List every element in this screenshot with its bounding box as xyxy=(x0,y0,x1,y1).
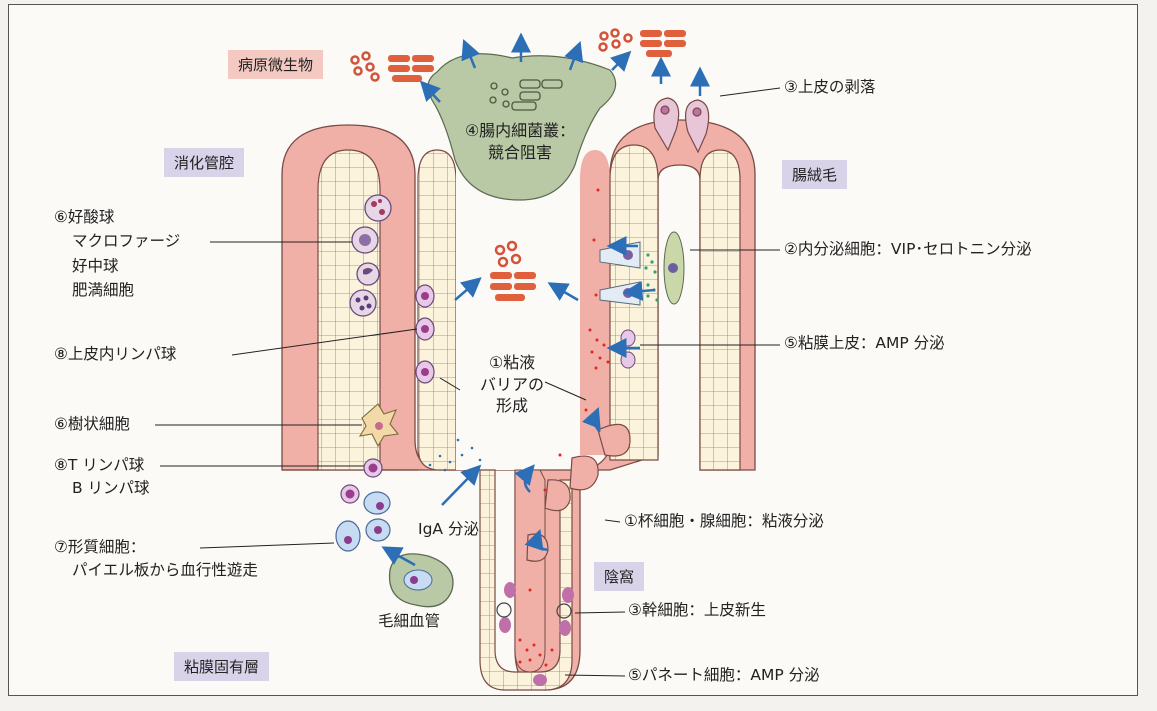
iel-label: ⑧上皮内リンパ球 xyxy=(54,345,176,364)
capillary-label: 毛細血管 xyxy=(378,612,440,631)
paneth-label: ⑤パネート細胞：AMP 分泌 xyxy=(628,666,820,685)
mucus-line-2: バリアの xyxy=(462,374,562,396)
innate-cells-label: ⑥好酸球 マクロファージ 好中球 肥満細胞 xyxy=(54,208,180,301)
goblet-label: ①杯細胞・腺細胞：粘液分泌 xyxy=(624,512,824,531)
t-lymphocyte-label: ⑧T リンパ球 xyxy=(54,456,150,475)
pathogen-cluster-right xyxy=(600,30,687,58)
tag-lamina-propria: 粘膜固有層 xyxy=(174,652,269,681)
dendritic-label: ⑥樹状細胞 xyxy=(54,415,130,434)
plasma-cell-label: ⑦形質細胞： パイエル板から血行性遊走 xyxy=(54,538,258,581)
flora-line-1: ④腸内細菌叢： xyxy=(445,120,595,142)
neutrophil-label: 好中球 xyxy=(54,257,180,276)
epithelium-amp-label: ⑤粘膜上皮：AMP 分泌 xyxy=(784,334,945,353)
eosinophil-label: ⑥好酸球 xyxy=(54,208,180,227)
mucus-line-3: 形成 xyxy=(462,395,562,417)
mast-cell-label: 肥満細胞 xyxy=(54,281,180,300)
flora-caption: ④腸内細菌叢： 競合阻害 xyxy=(445,120,595,163)
b-lymphocyte-label: B リンパ球 xyxy=(54,479,150,498)
iga-secretion-label: IgA 分泌 xyxy=(418,520,479,539)
shedding-label: ③上皮の剥落 xyxy=(784,78,875,97)
macrophage-label: マクロファージ xyxy=(54,232,180,251)
plasma-line-2: パイエル板から血行性遊走 xyxy=(54,561,258,580)
tag-crypt: 陰窩 xyxy=(594,562,644,591)
mucus-line-1: ①粘液 xyxy=(462,352,562,374)
plasma-line-1: ⑦形質細胞： xyxy=(54,538,258,557)
intraepithelial-lymphocytes xyxy=(416,285,434,383)
flora-line-2: 競合阻害 xyxy=(445,142,595,164)
capillary-vessel xyxy=(390,554,453,607)
tag-pathogens: 病原微生物 xyxy=(228,50,323,79)
pathogen-cluster-left xyxy=(352,53,435,83)
lymphocyte-label: ⑧T リンパ球 B リンパ球 xyxy=(54,456,150,499)
tag-villus: 腸絨毛 xyxy=(782,160,847,189)
stem-cell-label: ③幹細胞：上皮新生 xyxy=(628,601,766,620)
endocrine-label: ②内分泌細胞：VIP･セロトニン分泌 xyxy=(784,240,1032,259)
mucus-barrier-caption: ①粘液 バリアの 形成 xyxy=(462,352,562,417)
lymphocytes-and-plasma-cells xyxy=(336,459,390,551)
tag-lumen: 消化管腔 xyxy=(164,148,244,177)
